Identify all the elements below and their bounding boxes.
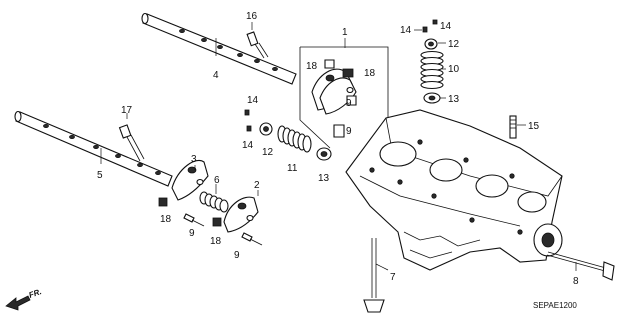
callout-14d: 14 bbox=[242, 140, 254, 151]
lock-nut-18b bbox=[212, 217, 222, 227]
adjust-screw-9a bbox=[183, 213, 205, 227]
spring-6 bbox=[199, 191, 229, 213]
callout-6: 6 bbox=[214, 175, 220, 186]
callout-11: 11 bbox=[287, 163, 298, 174]
front-arrow-icon bbox=[5, 295, 31, 311]
intake-valve-7 bbox=[363, 238, 385, 313]
callout-13a: 13 bbox=[448, 94, 460, 105]
bolt-17 bbox=[118, 124, 145, 162]
callout-14b: 14 bbox=[440, 21, 452, 32]
callout-18d: 18 bbox=[210, 236, 222, 247]
valve-stem-seal-12-left bbox=[259, 122, 273, 136]
rocker-shaft-upper bbox=[141, 12, 297, 85]
callout-9a: 9 bbox=[346, 98, 352, 109]
callout-3: 3 bbox=[191, 154, 197, 165]
bolt-16 bbox=[246, 31, 269, 59]
callout-16: 16 bbox=[246, 11, 258, 22]
callout-1: 1 bbox=[342, 27, 348, 38]
rocker-arm-2 bbox=[223, 196, 259, 233]
cotter-14-right bbox=[422, 19, 438, 33]
part-code: SEPAE1200 bbox=[533, 301, 577, 310]
callout-4: 4 bbox=[213, 70, 219, 81]
stud-bolt-15 bbox=[509, 115, 517, 139]
rocker-shaft-lower bbox=[14, 110, 173, 187]
callout-14c: 14 bbox=[247, 95, 259, 106]
callout-9d: 9 bbox=[234, 250, 240, 261]
valve-spring-11 bbox=[277, 125, 312, 153]
callout-labels: 1 2 3 4 5 6 7 8 9 9 9 9 10 11 12 12 13 1… bbox=[97, 11, 579, 287]
leader-lines bbox=[100, 22, 577, 271]
spring-retainer-13-right bbox=[423, 92, 441, 104]
front-direction-indicator: FR. bbox=[5, 287, 43, 311]
spring-retainer-13-left bbox=[316, 147, 332, 161]
lock-nut-18a bbox=[158, 197, 168, 207]
callout-10: 10 bbox=[448, 64, 460, 75]
cotter-14-left bbox=[244, 109, 252, 132]
callout-18b: 18 bbox=[364, 68, 376, 79]
callout-2: 2 bbox=[254, 180, 260, 191]
callout-9c: 9 bbox=[189, 228, 195, 239]
callout-15: 15 bbox=[528, 121, 540, 132]
callout-17: 17 bbox=[121, 105, 133, 116]
rocker-arm-assembly-box bbox=[299, 46, 389, 149]
callout-14a: 14 bbox=[400, 25, 412, 36]
callout-12a: 12 bbox=[448, 39, 460, 50]
front-label: FR. bbox=[28, 287, 43, 300]
valve-stem-seal-12-right bbox=[424, 38, 438, 50]
callout-7: 7 bbox=[390, 272, 396, 283]
callout-18c: 18 bbox=[160, 214, 172, 225]
callout-9b: 9 bbox=[346, 126, 352, 137]
exhaust-valve-8 bbox=[546, 251, 615, 281]
callout-18a: 18 bbox=[306, 61, 318, 72]
adjust-screw-9b bbox=[241, 232, 263, 246]
rocker-arm-3 bbox=[171, 160, 209, 201]
callout-5: 5 bbox=[97, 170, 103, 181]
callout-13b: 13 bbox=[318, 173, 330, 184]
callout-12b: 12 bbox=[262, 147, 274, 158]
valve-spring-10 bbox=[420, 50, 444, 90]
cylinder-head bbox=[345, 109, 563, 271]
callout-8: 8 bbox=[573, 276, 579, 287]
